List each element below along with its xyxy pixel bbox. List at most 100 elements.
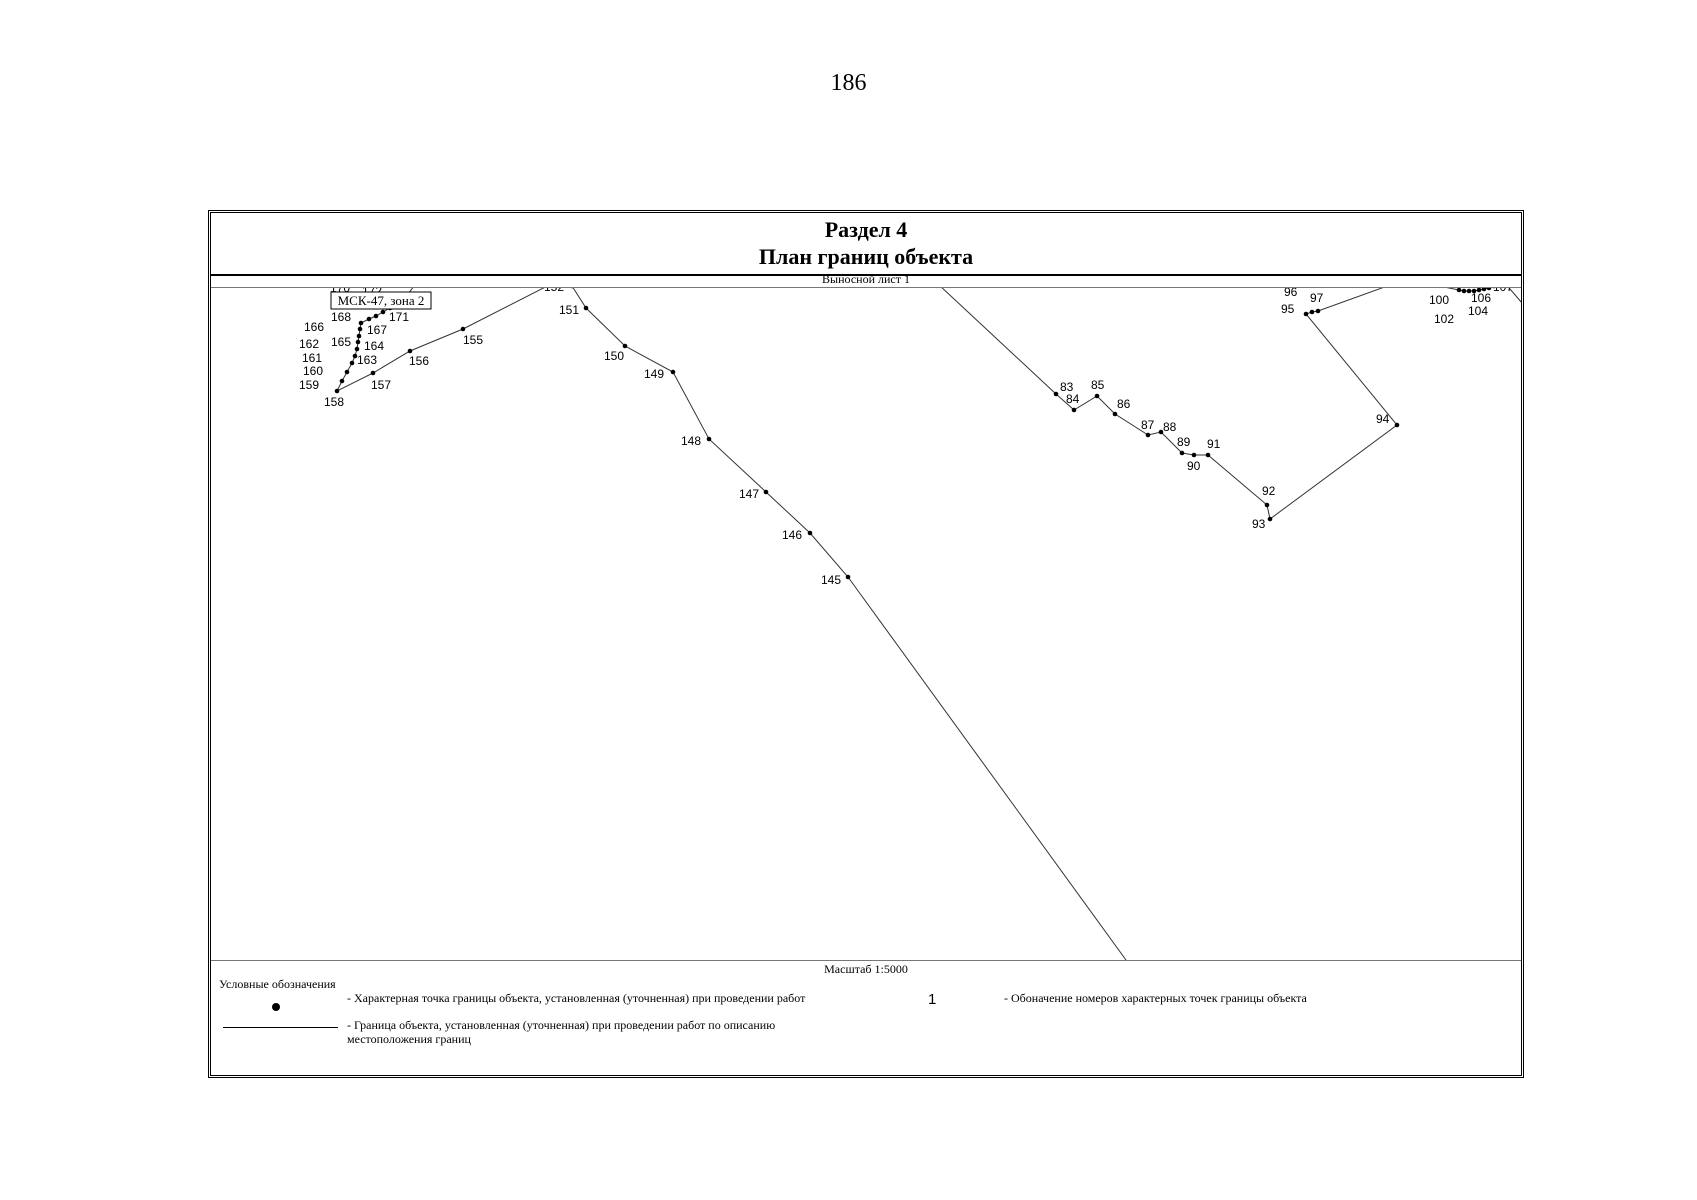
legend-line-symbol — [223, 1027, 338, 1028]
boundary-point-169 — [373, 313, 379, 319]
section-title: Раздел 4 — [824, 217, 908, 242]
boundary-point-86 — [1112, 411, 1118, 417]
boundary-point-106 — [1486, 288, 1492, 291]
point-label-95: 95 — [1281, 302, 1295, 316]
point-label-163: 163 — [357, 353, 377, 367]
boundary-point-162 — [352, 353, 358, 359]
point-label-90: 90 — [1187, 459, 1201, 473]
point-label-171: 171 — [389, 310, 409, 324]
point-label-106: 106 — [1471, 291, 1491, 305]
boundary-point-149 — [670, 369, 676, 375]
point-label-152: 152 — [544, 288, 564, 294]
plan-sheet: Раздел 4 План границ объекта Выносной ли… — [208, 210, 1524, 1078]
coordinate-system-label: МСК-47, зона 2 — [338, 293, 425, 308]
point-label-149: 149 — [644, 367, 664, 381]
boundary-point-155 — [460, 326, 466, 332]
point-label-89: 89 — [1177, 435, 1191, 449]
boundary-point-94 — [1394, 422, 1400, 428]
boundary-point-156 — [407, 348, 413, 354]
point-label-107: 107 — [1493, 288, 1513, 294]
point-label-102: 102 — [1434, 312, 1454, 326]
point-label-148: 148 — [681, 434, 701, 448]
boundary-lines — [241, 288, 1521, 960]
point-label-160: 160 — [303, 364, 323, 378]
point-label-166: 166 — [304, 320, 324, 334]
legend-point-text: - Характерная точка границы объекта, уст… — [347, 991, 806, 1005]
point-label-91: 91 — [1207, 437, 1221, 451]
point-label-92: 92 — [1262, 484, 1276, 498]
plan-title: План границ объекта — [758, 244, 974, 269]
boundary-point-165 — [356, 333, 362, 339]
point-label-157: 157 — [371, 378, 391, 392]
boundary-point-168 — [366, 316, 372, 322]
point-label-155: 155 — [463, 333, 483, 347]
boundary-point-85 — [1094, 393, 1100, 399]
point-labels: 1234567891011127778798081828384858687888… — [299, 288, 1513, 587]
boundary-point-146 — [807, 530, 813, 536]
legend-number-sample: 1 — [928, 991, 937, 1008]
boundary-point-147 — [763, 489, 769, 495]
boundary-point-150 — [622, 343, 628, 349]
point-label-162: 162 — [299, 337, 319, 351]
boundary-point-100 — [1456, 288, 1462, 293]
legend-line-text: - Граница объекта, установленная (уточне… — [347, 1018, 776, 1046]
point-label-87: 87 — [1141, 418, 1155, 432]
boundary-point-160 — [344, 369, 350, 375]
boundary-point-163 — [354, 346, 360, 352]
boundary-point-87 — [1145, 432, 1151, 438]
boundary-map: 1234567891011127778798081828384858687888… — [241, 288, 1521, 960]
boundary-points — [334, 288, 1496, 580]
point-label-167: 167 — [367, 323, 387, 337]
sheet-label: Выносной лист 1 — [211, 271, 1521, 288]
boundary-line-3 — [941, 288, 1521, 520]
boundary-point-170 — [380, 309, 386, 315]
boundary-point-88 — [1158, 429, 1164, 435]
boundary-point-145 — [845, 574, 851, 580]
point-label-147: 147 — [739, 487, 759, 501]
boundary-point-92 — [1264, 502, 1270, 508]
boundary-point-91 — [1205, 452, 1211, 458]
scale-label: Масштаб 1:5000 — [824, 962, 908, 976]
point-label-104: 104 — [1468, 304, 1488, 318]
boundary-point-161 — [349, 360, 355, 366]
point-label-100: 100 — [1429, 293, 1449, 307]
point-label-97: 97 — [1310, 291, 1324, 305]
point-label-168: 168 — [331, 310, 351, 324]
point-label-88: 88 — [1163, 420, 1177, 434]
legend-point-symbol — [272, 1003, 280, 1011]
point-label-151: 151 — [559, 303, 579, 317]
legend-number-text: - Обоначение номеров характерных точек г… — [1004, 991, 1307, 1005]
boundary-point-167 — [358, 320, 364, 326]
point-label-96: 96 — [1284, 288, 1298, 299]
boundary-point-96 — [1309, 309, 1315, 315]
boundary-point-83 — [1053, 391, 1059, 397]
legend: Масштаб 1:5000 Условные обозначения - Ха… — [211, 960, 1521, 1075]
boundary-point-157 — [370, 370, 376, 376]
page-number: 186 — [830, 70, 867, 96]
point-label-154: 154 — [549, 288, 569, 289]
point-label-161: 161 — [302, 351, 322, 365]
sheet-header: Раздел 4 План границ объекта — [211, 213, 1521, 276]
boundary-point-97 — [1315, 308, 1321, 314]
point-label-164: 164 — [364, 339, 384, 353]
boundary-point-102 — [1466, 288, 1472, 294]
boundary-point-159 — [339, 378, 345, 384]
point-label-94: 94 — [1376, 412, 1390, 426]
boundary-point-89 — [1179, 450, 1185, 456]
boundary-point-151 — [583, 305, 589, 311]
legend-title: Условные обозначения — [219, 977, 336, 991]
boundary-point-103 — [1471, 288, 1477, 294]
boundary-point-105 — [1481, 288, 1487, 292]
point-label-165: 165 — [331, 335, 351, 349]
point-label-158: 158 — [324, 395, 344, 409]
point-label-146: 146 — [782, 528, 802, 542]
point-label-159: 159 — [299, 378, 319, 392]
boundary-point-93 — [1267, 516, 1273, 522]
point-label-85: 85 — [1091, 378, 1105, 392]
boundary-point-148 — [706, 436, 712, 442]
point-label-150: 150 — [604, 349, 624, 363]
point-label-156: 156 — [409, 354, 429, 368]
boundary-point-104 — [1476, 288, 1482, 293]
point-label-145: 145 — [821, 573, 841, 587]
boundary-point-84 — [1071, 407, 1077, 413]
